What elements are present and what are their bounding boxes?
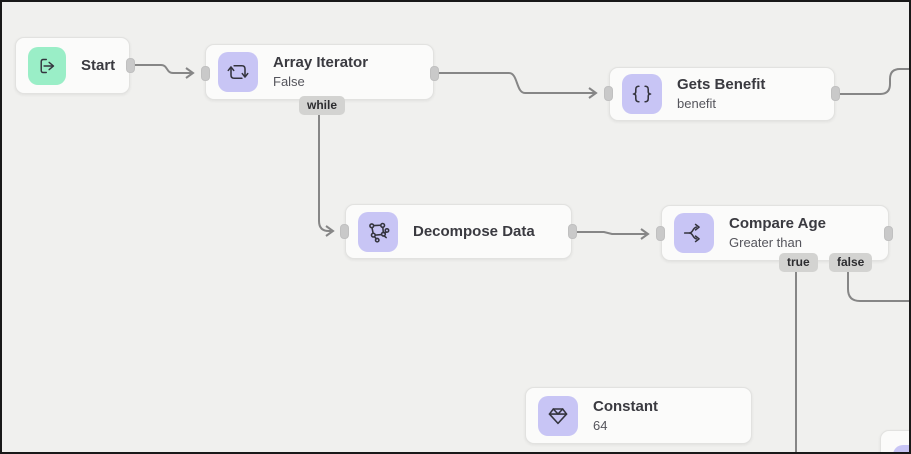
- port-gets-benefit-input[interactable]: [604, 86, 613, 101]
- wire-compare-age-false-right[interactable]: [847, 270, 911, 302]
- port-start-output[interactable]: [126, 58, 135, 73]
- wire-start-to-array-iterator[interactable]: [135, 64, 192, 74]
- badge-true[interactable]: true: [779, 253, 818, 272]
- node-subtitle: Greater than: [729, 235, 802, 250]
- wire-arrowhead: [325, 225, 335, 237]
- port-decompose-data-input[interactable]: [340, 224, 349, 239]
- branch-icon: [674, 213, 714, 253]
- node-partial-bottom-right[interactable]: [880, 430, 909, 452]
- node-array-iterator[interactable]: Array Iterator False: [205, 44, 434, 100]
- node-title: Array Iterator: [273, 54, 369, 71]
- node-title: Constant: [593, 397, 658, 415]
- graph-icon: [358, 211, 398, 252]
- port-gets-benefit-output[interactable]: [831, 86, 840, 101]
- node-title: Gets Benefit: [677, 76, 766, 93]
- node-constant[interactable]: Constant 64: [525, 387, 752, 444]
- node-title: Start: [81, 56, 116, 74]
- badge-while[interactable]: while: [299, 96, 346, 115]
- gem-icon: [538, 395, 578, 436]
- node-start[interactable]: Start: [15, 37, 130, 94]
- start-arrow-icon: [28, 46, 66, 85]
- wire-gets-benefit-to-offscreen-right[interactable]: [840, 68, 911, 95]
- node-title: Compare Age: [729, 215, 826, 232]
- node-subtitle: 64: [593, 417, 608, 433]
- wire-array-iterator-to-gets-benefit[interactable]: [439, 72, 595, 94]
- node-decompose-data[interactable]: Decompose Data: [345, 204, 572, 259]
- wire-arrowhead: [185, 67, 195, 79]
- node-subtitle: benefit: [677, 96, 717, 111]
- port-array-iterator-input[interactable]: [201, 66, 210, 81]
- node-title: Decompose Data: [413, 222, 535, 240]
- badge-false[interactable]: false: [829, 253, 873, 272]
- node-compare-age[interactable]: Compare Age Greater than: [661, 205, 889, 261]
- wire-decompose-data-to-compare-age[interactable]: [577, 231, 646, 235]
- node-gets-benefit[interactable]: Gets Benefit benefit: [609, 67, 835, 121]
- node-icon: [893, 445, 909, 452]
- wire-arrowhead: [588, 87, 598, 99]
- node-subtitle: False: [273, 74, 305, 89]
- port-array-iterator-output[interactable]: [430, 66, 439, 81]
- port-compare-age-input[interactable]: [656, 226, 665, 241]
- wire-while-to-decompose-data[interactable]: [318, 115, 331, 232]
- braces-icon: [622, 74, 662, 114]
- port-compare-age-output[interactable]: [884, 226, 893, 241]
- loop-icon: [218, 52, 258, 92]
- wire-arrowhead: [640, 228, 650, 240]
- port-decompose-data-output[interactable]: [568, 224, 577, 239]
